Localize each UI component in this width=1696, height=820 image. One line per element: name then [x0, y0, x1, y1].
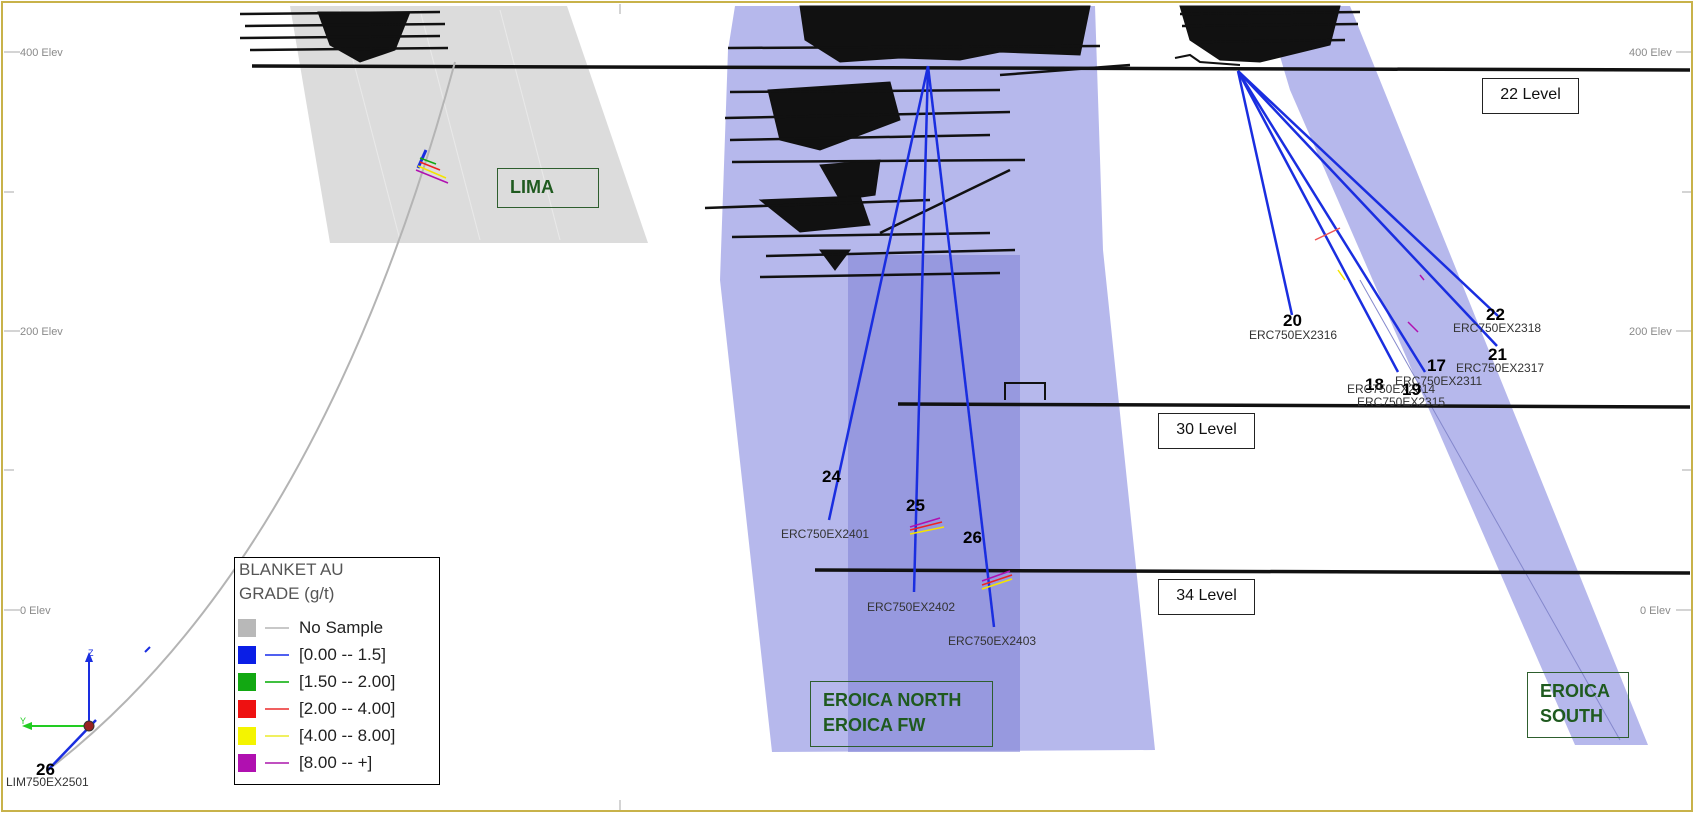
legend-line [265, 681, 289, 683]
eroica-north-intercepts [909, 517, 1013, 590]
eroica-north-holes [827, 65, 996, 628]
legend-line [265, 654, 289, 656]
hole-number: 21 [1488, 345, 1507, 364]
elevation-ticks [4, 4, 1692, 812]
legend-label: [8.00 -- +] [299, 753, 373, 772]
elev-label-200-left: 200 Elev [20, 326, 63, 338]
zone-tag-line: EROICA NORTH [823, 690, 962, 710]
legend-swatch [238, 619, 256, 637]
axis-triad: Z Y [20, 648, 95, 732]
level-tag-34: 34 Level [1158, 579, 1255, 615]
eroica-south-holes [1236, 70, 1499, 373]
hole-number: 19 [1402, 380, 1421, 399]
hole-number: 17 [1427, 356, 1446, 375]
elev-label-0-right: 0 Elev [1640, 605, 1671, 617]
hole-id: ERC750EX2314 [1347, 382, 1435, 396]
legend-label: [0.00 -- 1.5] [299, 645, 386, 664]
elev-label-400-left: 400 Elev [20, 47, 63, 59]
elev-label-400-right: 400 Elev [1629, 47, 1672, 59]
hole-number: 26 [36, 760, 55, 779]
legend-item: No Sample [235, 617, 435, 639]
legend-item: [4.00 -- 8.00] [235, 725, 435, 747]
hole-number: 20 [1283, 311, 1302, 330]
legend-swatch [238, 754, 256, 772]
hole-id: ERC750EX2315 [1357, 395, 1445, 409]
elev-label-200-right: 200 Elev [1629, 326, 1672, 338]
legend-item: [1.50 -- 2.00] [235, 671, 435, 693]
legend-line [265, 708, 289, 710]
legend-title-line2: GRADE (g/t) [239, 584, 335, 603]
zone-tag-line: SOUTH [1540, 706, 1603, 726]
legend-item: [0.00 -- 1.5] [235, 644, 435, 666]
hole-number: 22 [1486, 305, 1505, 324]
legend-label: [2.00 -- 4.00] [299, 699, 396, 718]
legend-item: [2.00 -- 4.00] [235, 698, 435, 720]
zone-tag-eroica-south: EROICA SOUTH [1527, 672, 1629, 738]
legend-swatch [238, 700, 256, 718]
zone-tag-line: LIMA [510, 177, 554, 197]
hole-id: ERC750EX2317 [1456, 361, 1544, 375]
zone-tag-eroica-north-fw: EROICA NORTH EROICA FW [810, 681, 993, 747]
level-tag-22: 22 Level [1482, 78, 1579, 114]
legend-line [265, 762, 289, 764]
hole-id: ERC750EX2318 [1453, 321, 1541, 335]
legend-line [265, 735, 289, 737]
legend-label: [1.50 -- 2.00] [299, 672, 396, 691]
legend-swatch [238, 727, 256, 745]
hole-id: ERC750EX2403 [948, 634, 1036, 648]
hole-id: ERC750EX2311 [1395, 374, 1482, 388]
legend-swatch [238, 646, 256, 664]
level-drives [251, 64, 1691, 575]
axis-z-label: Z [88, 648, 94, 658]
hole-id: ERC750EX2401 [781, 527, 869, 541]
hole-id: ERC750EX2402 [867, 600, 955, 614]
legend-label: [4.00 -- 8.00] [299, 726, 396, 745]
axis-y-label: Y [20, 716, 26, 726]
hole-number: 18 [1365, 375, 1384, 394]
elev-label-0-left: 0 Elev [20, 605, 51, 617]
zone-tag-line: EROICA FW [823, 715, 926, 735]
zone-tag-lima: LIMA [497, 168, 599, 208]
hole-number: 25 [906, 496, 925, 515]
legend-swatch [238, 673, 256, 691]
legend-line [265, 627, 289, 629]
legend-item: [8.00 -- +] [235, 752, 435, 774]
hole-number: 24 [822, 467, 841, 486]
legend-title-line1: BLANKET AU [239, 560, 344, 579]
level-tag-30: 30 Level [1158, 413, 1255, 449]
zone-tag-line: EROICA [1540, 681, 1611, 701]
hole-id: LIM750EX2501 [6, 775, 89, 789]
grade-legend: BLANKET AU GRADE (g/t) No Sample [0.00 -… [234, 557, 440, 785]
hole-id: ERC750EX2316 [1249, 328, 1337, 342]
eroica-south-zone-shape [1265, 6, 1648, 745]
lima-grade-intercepts [415, 149, 449, 184]
legend-label: No Sample [299, 618, 384, 637]
eroica-fw-zone-shape [848, 255, 1020, 752]
hole-trace-lim750ex2501 [47, 61, 456, 771]
hole-number: 26 [963, 528, 982, 547]
